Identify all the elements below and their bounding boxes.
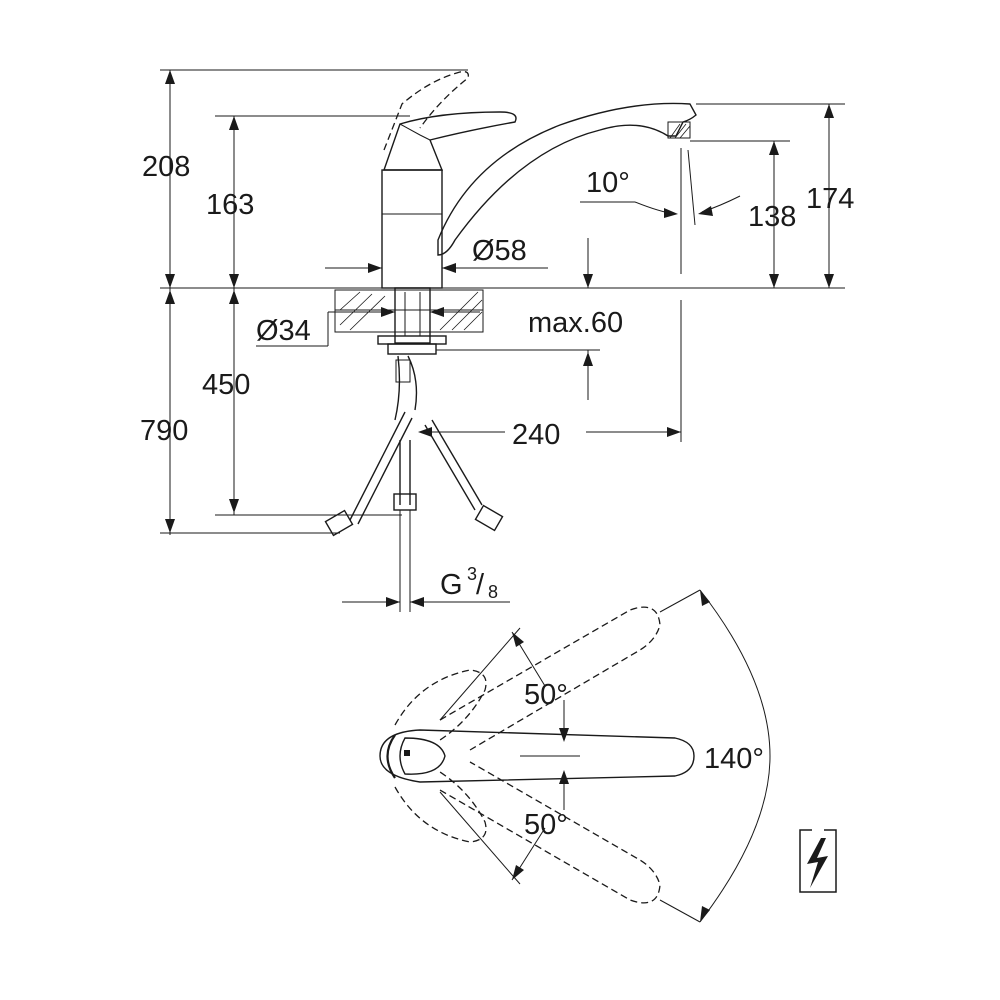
side-view (160, 69, 845, 612)
spout-top-solid (379, 729, 695, 783)
top-view (379, 589, 771, 923)
lever-top (399, 737, 446, 775)
label-140-degree: 140° (704, 743, 764, 775)
lever-right-dashed (394, 771, 487, 843)
label-50-degree-up: 50° (524, 679, 568, 711)
aerator (667, 121, 691, 139)
lever-left-dashed (394, 669, 487, 741)
dimension-lines-left (160, 69, 468, 535)
label-240: 240 (512, 419, 560, 451)
label-thread-slash: / (476, 569, 485, 601)
spout-up-dashed (439, 606, 661, 751)
label-208: 208 (142, 151, 190, 183)
label-174: 174 (806, 183, 854, 215)
swivel-arc (699, 589, 771, 923)
spout-down-dashed (439, 761, 661, 904)
label-450: 450 (202, 369, 250, 401)
dimension-labels: 208 163 Ø58 Ø34 10° 138 174 max.60 240 4… (140, 151, 854, 841)
label-thread-numerator: 3 (467, 564, 477, 584)
lightning-icon (799, 828, 837, 893)
faucet-body (381, 169, 443, 289)
label-138: 138 (748, 201, 796, 233)
lever-raised-dashed (383, 70, 469, 151)
lever-solid (383, 111, 517, 171)
lever-detail (399, 123, 431, 141)
label-163: 163 (206, 189, 254, 221)
label-max-60: max.60 (528, 307, 623, 339)
label-diameter-34: Ø34 (256, 315, 311, 347)
supply-hoses (324, 355, 504, 537)
label-10-degree: 10° (586, 167, 630, 199)
label-diameter-58: Ø58 (472, 235, 527, 267)
label-thread-denominator: 8 (488, 582, 498, 602)
counter-slab (334, 289, 484, 333)
label-50-degree-down: 50° (524, 809, 568, 841)
mounting-plate (387, 343, 437, 355)
mounting-shank (394, 287, 431, 344)
label-thread-g: G (440, 569, 463, 601)
label-790: 790 (140, 415, 188, 447)
spout (437, 102, 697, 256)
